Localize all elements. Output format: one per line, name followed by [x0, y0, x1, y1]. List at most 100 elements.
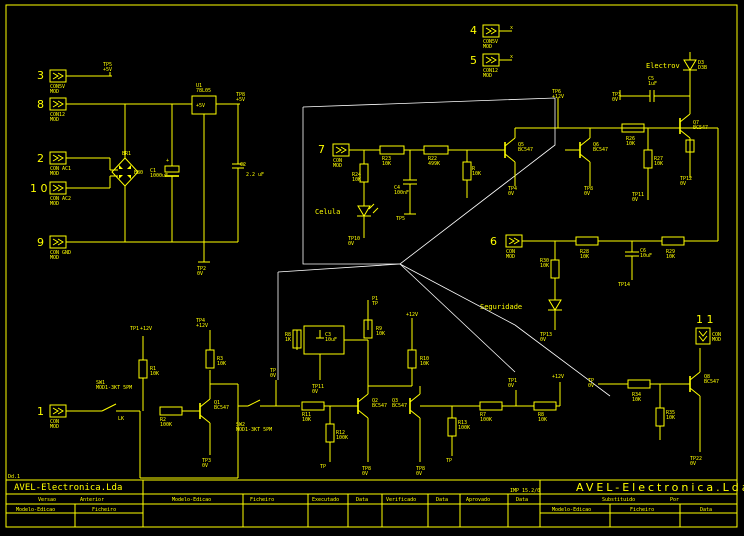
svg-text:CON5V: CON5V — [483, 39, 498, 45]
svg-text:C3: C3 — [325, 332, 331, 338]
svg-text:TP11: TP11 — [632, 192, 644, 198]
svg-text:TP11: TP11 — [312, 384, 324, 390]
security-section: 6 CON MOD R28 10K R29 10K C6 10uF TP14 R… — [277, 127, 719, 397]
svg-text:100K: 100K — [458, 425, 470, 431]
approved-label: Aprovado — [466, 497, 490, 503]
svg-text:BC547: BC547 — [372, 403, 387, 409]
svg-text:0V: 0V — [508, 191, 514, 197]
svg-text:TP1: TP1 — [130, 326, 139, 332]
drawing-frame — [5, 4, 738, 528]
verified-label: Verificado — [386, 497, 416, 503]
svg-text:TP14: TP14 — [618, 282, 630, 288]
svg-text:BC547: BC547 — [214, 405, 229, 411]
svg-text:TP13: TP13 — [540, 332, 552, 338]
svg-text:100K: 100K — [160, 422, 172, 428]
svg-text:0V: 0V — [584, 191, 590, 197]
svg-text:R28: R28 — [580, 249, 589, 255]
connector-11-number: 1 1 — [696, 313, 714, 326]
svg-text:10uF: 10uF — [640, 253, 652, 259]
file-left-label: Ficheiro — [92, 507, 116, 513]
svg-text:CON: CON — [50, 419, 59, 425]
svg-text:0V: 0V — [270, 373, 276, 379]
svg-text:CON AC2: CON AC2 — [50, 196, 71, 202]
sheet-code: IMP 15.2/0 — [510, 488, 540, 494]
svg-text:R9: R9 — [376, 326, 382, 332]
svg-text:TP: TP — [588, 378, 594, 384]
connector-7-number: 7 — [318, 143, 325, 156]
svg-text:R26: R26 — [626, 136, 635, 142]
svg-text:10K: 10K — [580, 254, 589, 260]
svg-text:1K: 1K — [285, 337, 291, 343]
svg-text:10K: 10K — [538, 417, 547, 423]
photocell-section: 7 CON MOD R23 10K R22 499K R24 10K C4 10… — [302, 52, 708, 265]
svg-text:LK: LK — [118, 416, 124, 422]
svg-text:TP: TP — [320, 464, 326, 470]
svg-text:10K: 10K — [632, 397, 641, 403]
svg-text:2.2 uF: 2.2 uF — [246, 172, 264, 178]
svg-text:MOD: MOD — [483, 44, 492, 50]
svg-text:+12V: +12V — [406, 312, 418, 318]
connectors-4-5: 4 x CON5V MOD 5 x CON12 MOD — [470, 24, 513, 79]
svg-text:R: R — [472, 166, 476, 172]
svg-text:Q2: Q2 — [372, 398, 378, 404]
svg-text:78L05: 78L05 — [196, 88, 211, 94]
svg-text:TP: TP — [446, 458, 452, 464]
svg-text:R29: R29 — [666, 249, 675, 255]
svg-text:Q7: Q7 — [693, 120, 699, 126]
connector-4-number: 4 — [470, 24, 477, 37]
svg-text:MOD: MOD — [50, 89, 59, 95]
file-right-label: Ficheiro — [630, 507, 654, 513]
svg-text:C6: C6 — [640, 248, 646, 254]
svg-text:10K: 10K — [626, 141, 635, 147]
label-vcc-12: +12V — [140, 326, 152, 332]
svg-text:0V: 0V — [508, 383, 514, 389]
svg-text:TP10: TP10 — [348, 236, 360, 242]
svg-text:x: x — [510, 54, 513, 60]
svg-text:R27: R27 — [654, 156, 663, 162]
previous-label: Anterior — [80, 497, 104, 503]
connector-8-number: 8 — [37, 98, 44, 111]
svg-text:R10: R10 — [420, 356, 429, 362]
svg-text:TP5: TP5 — [396, 216, 405, 222]
file-mid-label: Ficheiro — [250, 497, 274, 503]
svg-text:R11: R11 — [302, 412, 311, 418]
date1-label: Data — [356, 497, 368, 503]
connector-1-number: 1 — [37, 405, 44, 418]
svg-text:MOD1-3KT 5PM: MOD1-3KT 5PM — [236, 427, 272, 433]
svg-text:10K: 10K — [382, 161, 391, 167]
svg-text:C4: C4 — [394, 185, 400, 191]
svg-text:CON: CON — [506, 249, 515, 255]
connector-10-number: 1 0 — [30, 182, 48, 195]
svg-text:MOD: MOD — [483, 73, 492, 79]
svg-text:MOD: MOD — [50, 117, 59, 123]
svg-text:CON AC1: CON AC1 — [50, 166, 71, 172]
svg-text:0V: 0V — [612, 97, 618, 103]
svg-text:0V: 0V — [312, 389, 318, 395]
connector-3-number: 3 — [37, 69, 44, 82]
svg-text:BC547: BC547 — [392, 403, 407, 409]
svg-text:Q3: Q3 — [392, 398, 398, 404]
company-name-right: AVEL-Electronica.Lda — [576, 481, 744, 494]
svg-text:BR1: BR1 — [122, 151, 131, 157]
svg-text:R35: R35 — [666, 410, 675, 416]
svg-text:D3B: D3B — [698, 65, 707, 71]
svg-text:R12: R12 — [336, 430, 345, 436]
svg-text:0V: 0V — [197, 271, 203, 277]
svg-text:Q6: Q6 — [593, 142, 599, 148]
svg-text:0V: 0V — [416, 471, 422, 477]
svg-text:C1: C1 — [150, 168, 156, 174]
svg-text:100nF: 100nF — [394, 190, 409, 196]
svg-text:TP1: TP1 — [508, 378, 517, 384]
svg-text:TP8: TP8 — [584, 186, 593, 192]
svg-text:CON5V: CON5V — [50, 84, 65, 90]
svg-text:x: x — [510, 25, 513, 31]
substitutes-label: Substituido — [602, 497, 635, 503]
svg-text:TP3: TP3 — [612, 92, 621, 98]
svg-text:CON: CON — [712, 332, 721, 338]
svg-text:10K: 10K — [352, 177, 361, 183]
svg-text:TP3: TP3 — [202, 458, 211, 464]
svg-text:SW1: SW1 — [96, 380, 105, 386]
svg-text:R23: R23 — [382, 156, 391, 162]
svg-text:CON: CON — [333, 158, 342, 164]
svg-text:TP4: TP4 — [508, 186, 517, 192]
